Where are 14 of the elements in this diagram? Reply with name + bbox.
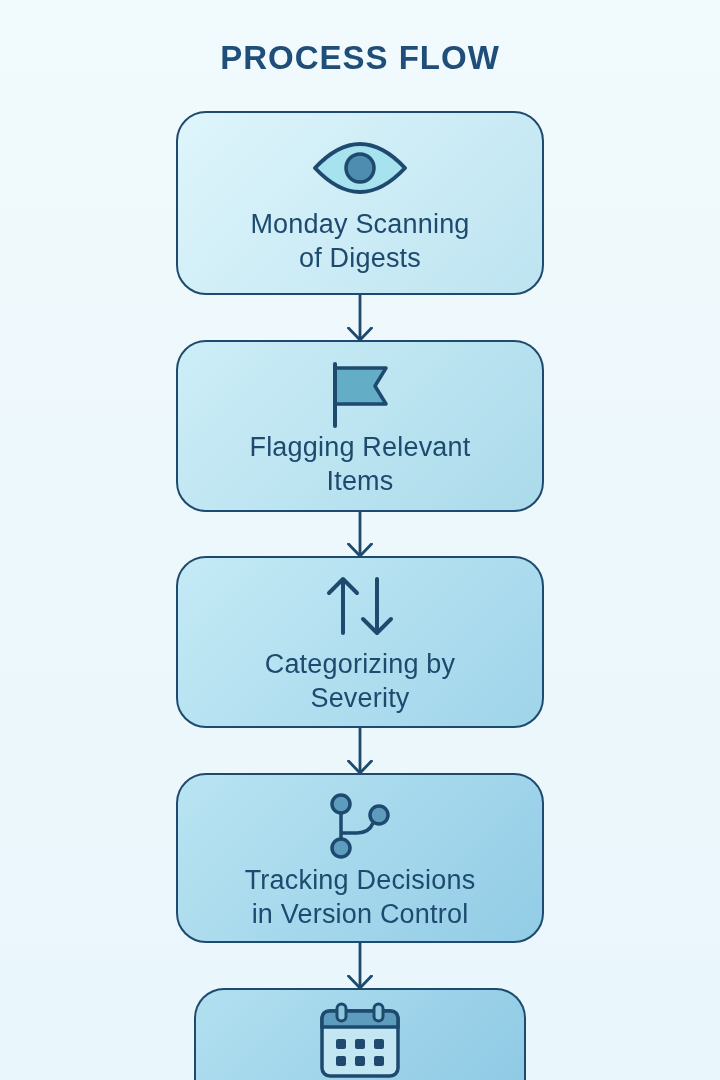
process-box bbox=[176, 556, 544, 728]
arrow bbox=[347, 295, 373, 342]
process-box bbox=[176, 340, 544, 512]
arrow bbox=[347, 728, 373, 775]
step-label: Categorizing by Severity bbox=[263, 648, 457, 715]
step-label: Flagging Relevant Items bbox=[248, 431, 472, 498]
step-label: Tracking Decisions in Version Control bbox=[243, 864, 477, 931]
diagram-title: PROCESS FLOW bbox=[220, 38, 500, 78]
process-box bbox=[176, 773, 544, 943]
process-box bbox=[194, 988, 526, 1080]
arrow bbox=[347, 943, 373, 990]
process-box bbox=[176, 111, 544, 295]
step-label: Monday Scanning of Digests bbox=[249, 208, 471, 275]
arrow bbox=[347, 512, 373, 558]
